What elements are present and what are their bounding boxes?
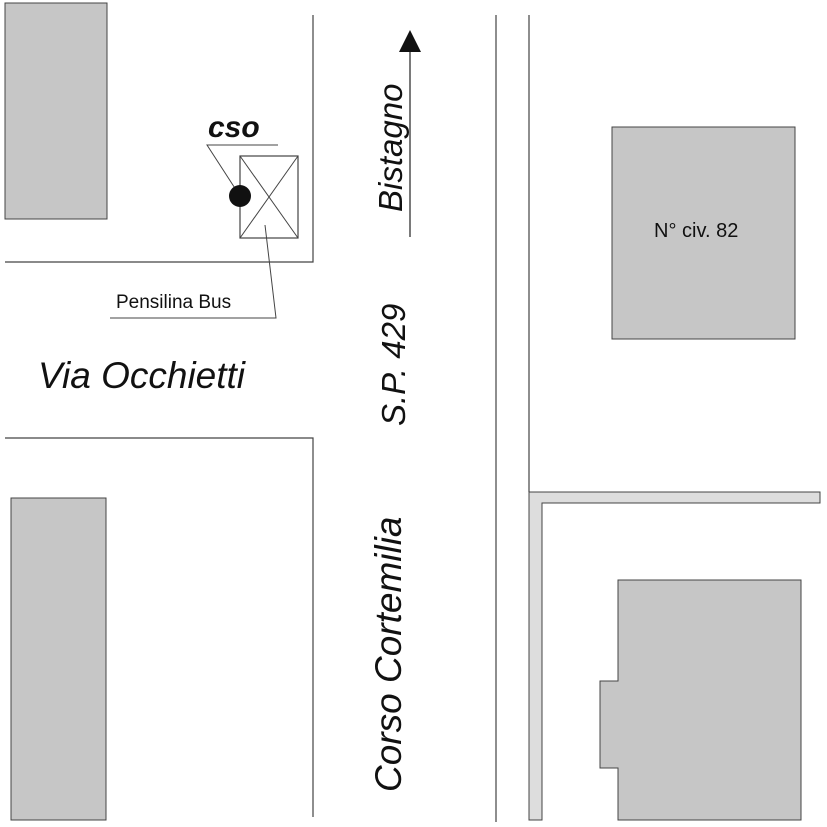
road-number-label: S.P. 429 [375,304,412,426]
cso-leader-line [206,144,278,197]
bus-shelter-label: Pensilina Bus [116,292,231,313]
building-southwest [10,497,107,821]
building-southeast [599,579,802,821]
curb-northwest [5,15,314,263]
curb-southwest [5,437,314,817]
road-direction-label: Bistagno [372,84,409,212]
filled-circle-icon [229,185,251,207]
sidewalk-east [528,491,821,821]
street-main-label: Corso Cortemilia [368,516,409,792]
civic-number-label: N° civ. 82 [654,220,738,242]
street-west-label: Via Occhietti [38,355,247,396]
building-civ-82 [611,126,796,340]
cso-label: cso [208,111,260,144]
arrow-up-icon [399,30,421,237]
bus-shelter-leader-line [110,224,277,319]
building-northwest [4,2,108,220]
